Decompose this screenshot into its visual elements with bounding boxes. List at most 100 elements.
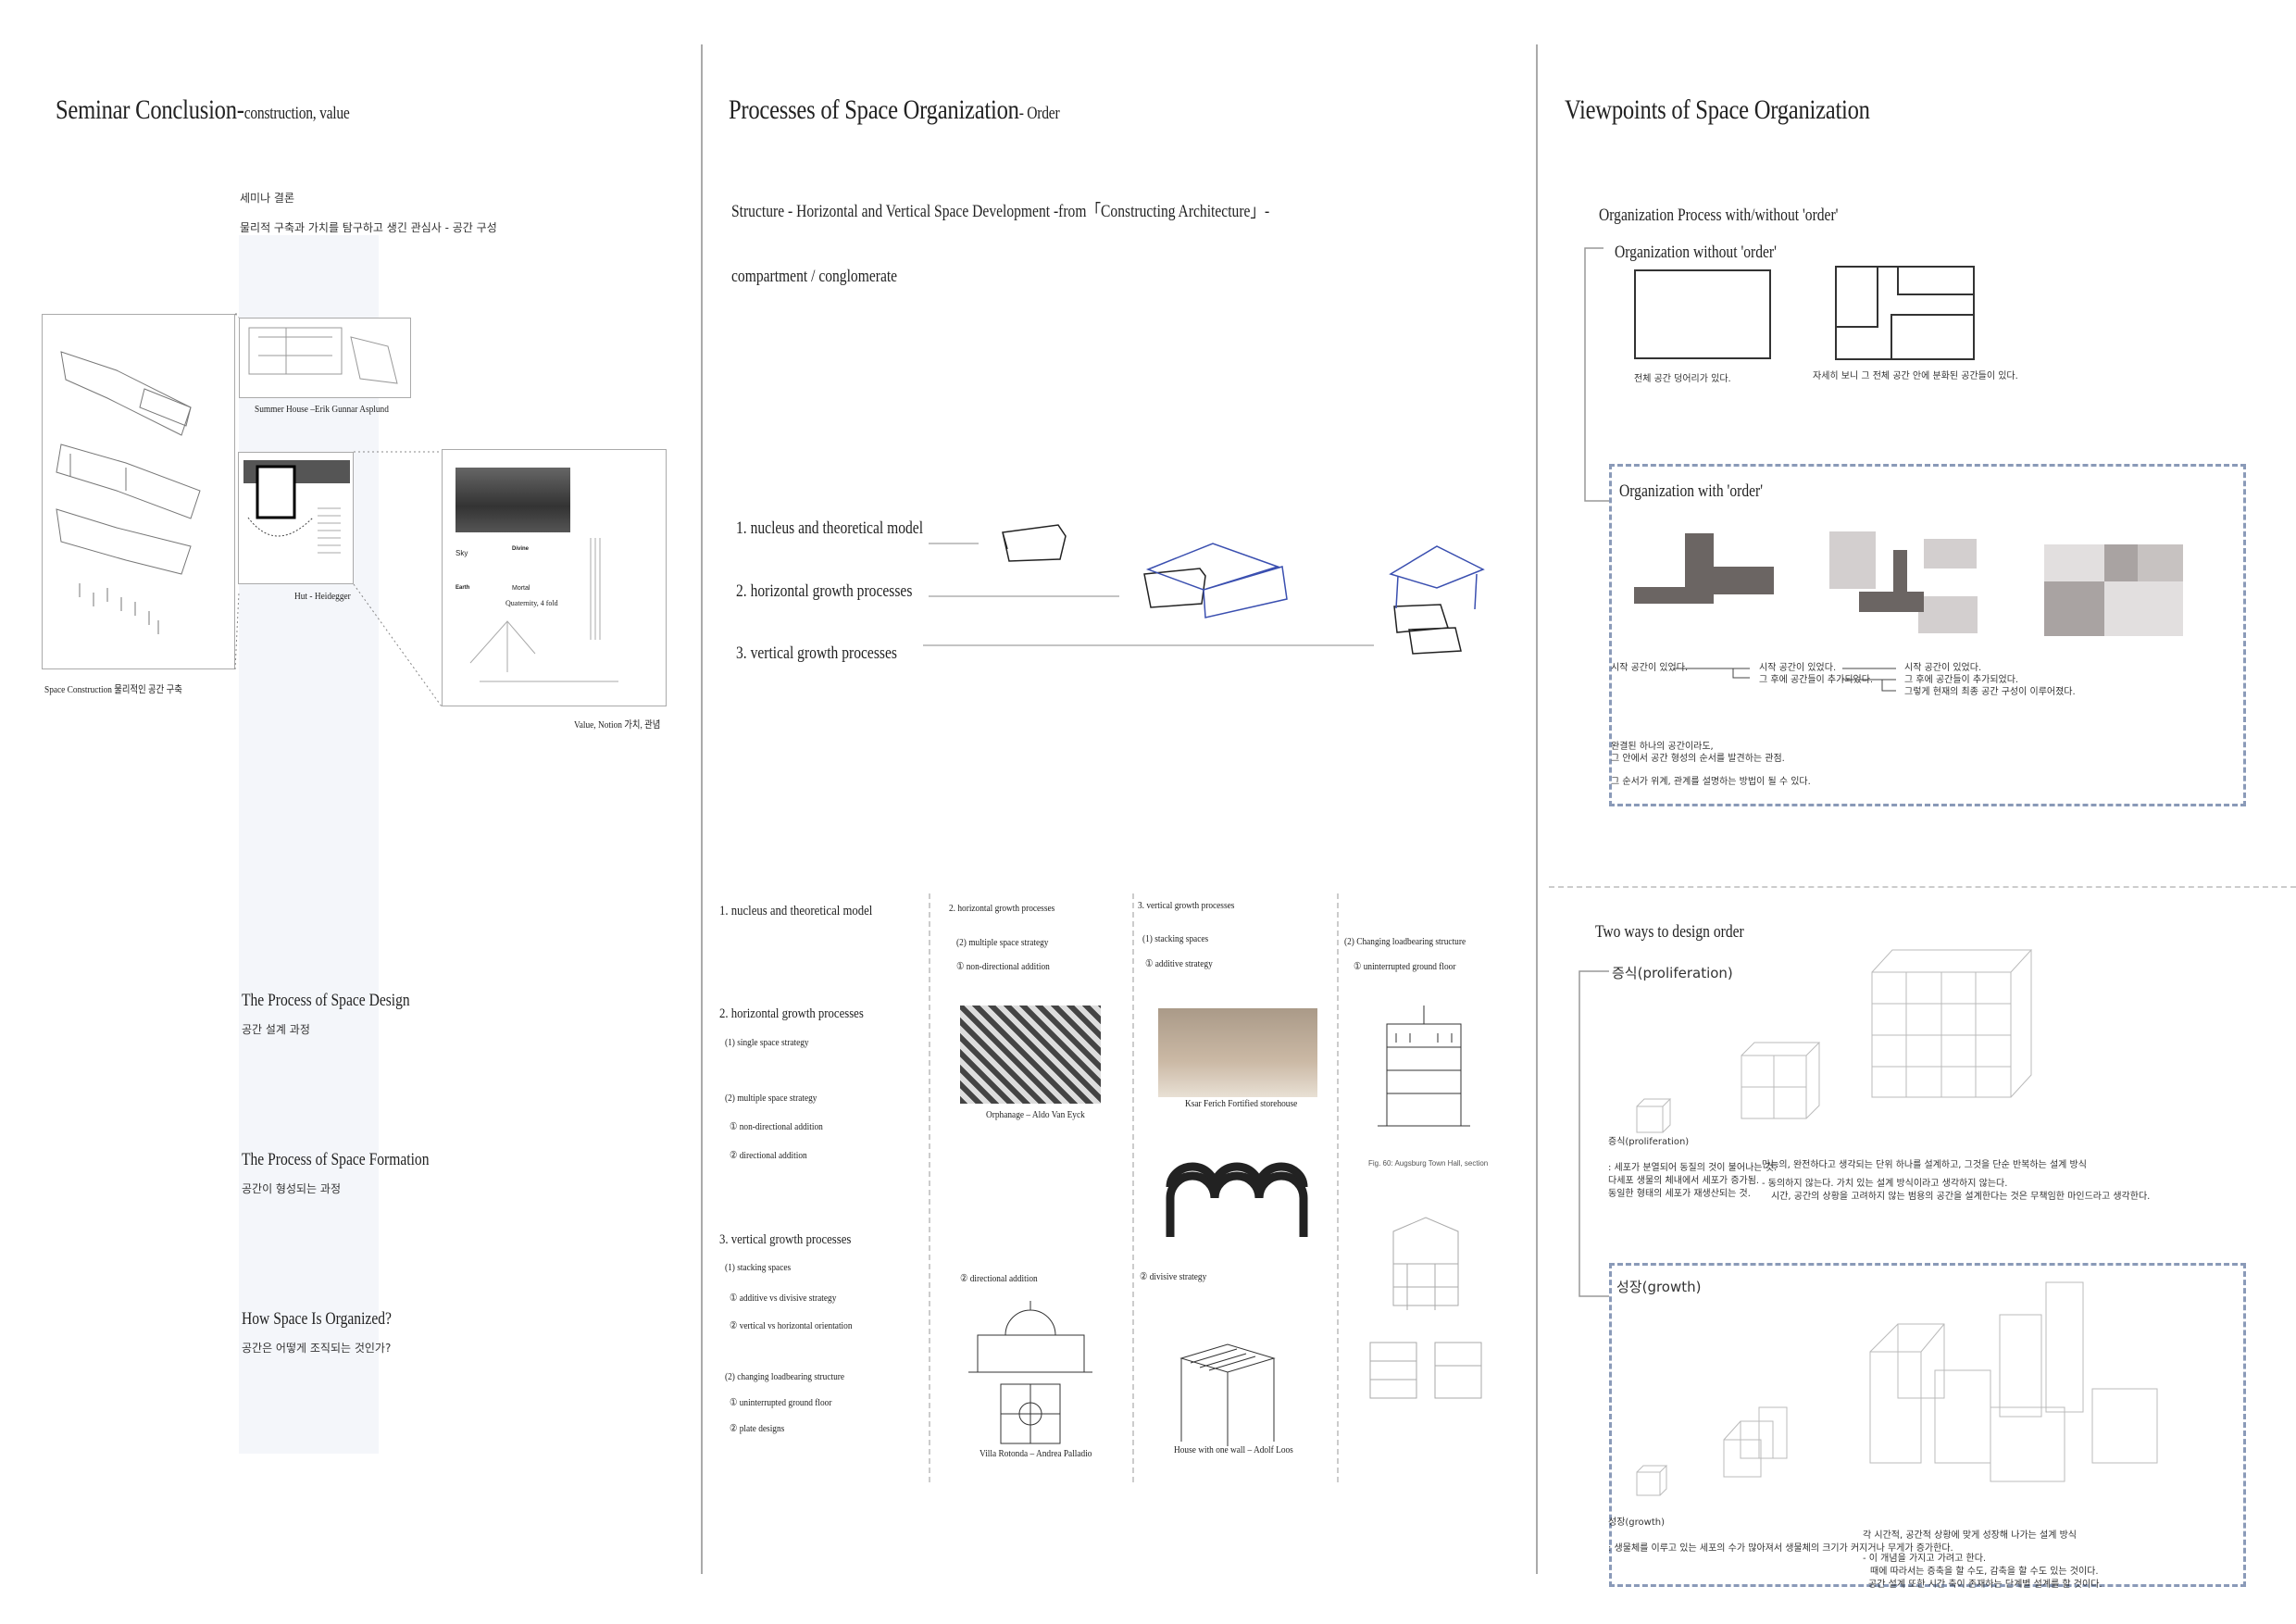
connector-lines	[234, 313, 443, 707]
col4-sub: (2) Changing loadbearing structure	[1344, 936, 1466, 947]
with-order-heading: Organization with 'order'	[1619, 481, 1764, 501]
process-heading: Organization Process with/without 'order…	[1599, 206, 1839, 225]
step-label: 2. horizontal growth processes	[736, 581, 913, 601]
col3-item: ① additive strategy	[1145, 958, 1213, 969]
axonometric-drawing	[56, 351, 201, 634]
outline-item: ① uninterrupted ground floor	[730, 1397, 832, 1408]
with-paragraph: 그 안에서 공간 형성의 순서를 발견하는 관점.	[1611, 754, 1785, 764]
growth-box	[1609, 1263, 2246, 1587]
compartment-text: compartment / conglomerate	[731, 267, 898, 286]
hut-sketch	[469, 538, 618, 682]
outline-item: ① additive vs divisive strategy	[730, 1293, 837, 1304]
loos-caption: House with one wall – Adolf Loos	[1174, 1444, 1293, 1455]
proliferation-label: 증식(proliferation)	[1608, 1137, 1690, 1147]
col2-head: 2. horizontal growth processes	[949, 903, 1055, 914]
sequence-text: 그 후에 공간들이 추가되었다.	[1759, 675, 1874, 685]
order-blocks	[1634, 531, 2183, 636]
sequence-lines	[1674, 668, 1896, 692]
summer-house-caption: Summer House –Erik Gunnar Asplund	[255, 404, 389, 415]
mortal-label: Mortal	[512, 585, 530, 592]
section-subtitle: 공간은 어떻게 조직되는 것인가?	[242, 1342, 392, 1355]
ksar-image	[1158, 1008, 1317, 1097]
outline-item: ② vertical vs horizontal orientation	[730, 1320, 853, 1331]
proliferation-def: : 세포가 분열되어 동질의 것이 불어나는 것.	[1608, 1163, 1778, 1173]
highlight-band	[239, 235, 379, 1454]
divine-label: Divine	[512, 546, 530, 552]
col2-item: ① non-directional addition	[956, 961, 1050, 972]
page-title-middle: Processes of Space Organization- Order	[729, 94, 1060, 125]
loadbearing-sketches	[1369, 1217, 1482, 1399]
sequence-text: 시작 공간이 있었다.	[1759, 663, 1837, 673]
sequence-text: 시작 공간이 있었다.	[1611, 663, 1689, 673]
orphanage-image	[960, 1006, 1101, 1104]
growth-opinion: - 이 개념을 가지고 가려고 한다.	[1863, 1554, 1987, 1564]
villa-caption: Villa Rotonda – Andrea Palladio	[980, 1448, 1092, 1459]
sky-label: Sky	[455, 549, 468, 557]
outline-item: 3. vertical growth processes	[719, 1232, 852, 1247]
step-label: 3. vertical growth processes	[736, 643, 897, 663]
arches-drawing	[1166, 1162, 1308, 1237]
block-start	[1634, 533, 1774, 604]
col3-sub: (1) stacking spaces	[1142, 933, 1209, 944]
structure-text: Structure - Horizontal and Vertical Spac…	[731, 202, 1270, 221]
page-title-left: Seminar Conclusion-construction, value	[56, 94, 350, 125]
without-caption: 자세히 보니 그 전체 공간 안에 분화된 공간들이 있다.	[1813, 371, 2018, 381]
outline-item: 2. horizontal growth processes	[719, 1006, 864, 1021]
hut-caption: Hut - Heidegger	[294, 591, 351, 602]
growth-drawing	[1636, 1281, 2158, 1496]
section-title: The Process of Space Design	[242, 991, 410, 1010]
col4-item: ① uninterrupted ground floor	[1354, 961, 1456, 972]
column-separator	[1337, 893, 1339, 1482]
proliferation-def: 동일한 형태의 세포가 재생산되는 것.	[1608, 1189, 1751, 1199]
augsburg-section-image	[1378, 1006, 1470, 1127]
augsburg-caption: Fig. 60: Augsburg Town Hall, section	[1368, 1159, 1489, 1168]
column-divider	[701, 44, 703, 1574]
quaternity-caption: Quaternity, 4 fold	[505, 599, 558, 607]
outline-item: ② plate designs	[730, 1423, 785, 1434]
summer-house-image	[239, 318, 411, 398]
outline-item: ② directional addition	[730, 1150, 807, 1161]
proliferation-opinion: - 동의하지 않는다. 가치 있는 설계 방식이라고 생각하지 않는다.	[1762, 1179, 2008, 1189]
bracket-lines	[1578, 247, 1609, 1297]
kr-subheading: 물리적 구축과 가치를 탐구하고 생긴 관심사 - 공간 구성	[240, 221, 497, 234]
outline-item: 1. nucleus and theoretical model	[719, 904, 873, 918]
construction-caption: Space Construction 물리적인 공간 구축	[44, 684, 182, 695]
value-caption: Value, Notion 가치, 관념	[574, 719, 661, 731]
construction-drawing	[42, 314, 235, 669]
with-paragraph: 그 순서가 위계, 관계를 설명하는 방법이 될 수 있다.	[1611, 777, 1811, 787]
adolf-loos-image	[1179, 1343, 1276, 1446]
outline-item: (2) changing loadbearing structure	[725, 1371, 845, 1382]
bridge-photo	[455, 468, 570, 532]
growth-opinion: 때에 따라서는 증축을 할 수도, 감축을 할 수도 있는 것이다.	[1870, 1567, 2099, 1577]
with-paragraph: 완결된 하나의 공간이라도,	[1611, 742, 1714, 752]
column-divider	[1536, 44, 1538, 1574]
sequence-text: 그렇게 현재의 최종 공간 구성이 이루어졌다.	[1904, 687, 2076, 697]
section-title: The Process of Space Formation	[242, 1150, 430, 1169]
earth-label: Earth	[455, 585, 470, 591]
step-label: 1. nucleus and theoretical model	[736, 518, 924, 538]
growth-opinion: 공간 설계 또한 시간 축이 존재하는 단계별 설계를 할 것이다.	[1868, 1580, 2103, 1590]
value-frame: Sky Divine Earth Mortal Quaternity, 4 fo…	[442, 449, 667, 706]
two-ways-heading: Two ways to design order	[1595, 922, 1744, 942]
proliferation-def: 다세포 생물의 체내에서 세포가 증가됨.	[1608, 1176, 1760, 1186]
outline-item: (1) stacking spaces	[725, 1262, 792, 1273]
proliferation-heading: 증식(proliferation)	[1612, 965, 1733, 981]
column-separator	[929, 893, 930, 1482]
hut-plan-image	[238, 452, 354, 584]
col2-sub: (2) multiple space strategy	[956, 937, 1049, 948]
col3-head: 3. vertical growth processes	[1138, 900, 1235, 911]
sequence-text: 그 후에 공간들이 추가되었다.	[1904, 675, 2019, 685]
growth-heading: 성장(growth)	[1616, 1279, 1702, 1295]
section-title: How Space Is Organized?	[242, 1309, 392, 1329]
block-final	[2044, 544, 2183, 636]
step-sketches	[923, 524, 1485, 655]
outline-item: (1) single space strategy	[725, 1037, 809, 1048]
outline-item: ① non-directional addition	[730, 1121, 823, 1132]
col2-item: ② directional addition	[960, 1273, 1038, 1284]
with-order-box	[1609, 464, 2246, 806]
orphanage-caption: Orphanage – Aldo Van Eyck	[986, 1109, 1085, 1120]
divided-space-rect	[1835, 266, 1975, 360]
villa-rotonda-image	[968, 1301, 1092, 1444]
sequence-text: 시작 공간이 있었다.	[1904, 663, 1982, 673]
whole-space-rect	[1634, 269, 1771, 359]
